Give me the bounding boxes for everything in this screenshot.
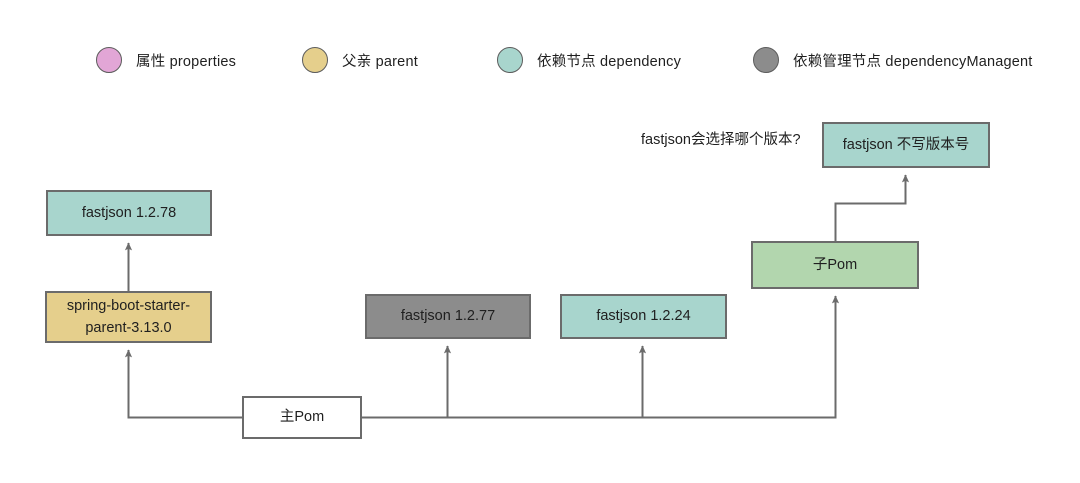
node-fastjson-1-2-24-label: fastjson 1.2.24 [596,305,690,327]
node-main-pom-label: 主Pom [280,406,324,428]
circle-icon [302,47,328,73]
legend-item-label: 父亲 parent [342,53,418,70]
legend-item-label: 依赖节点 dependency [537,53,682,70]
node-parent-label: spring-boot-starter-parent-3.13.0 [67,295,190,340]
edge-main-pom-to-parent [124,349,242,419]
node-parent-line: spring-boot-starter- [66,297,191,314]
node-fastjson-1-2-24-line: fastjson 1.2.24 [596,308,691,325]
node-parent-line: parent-3.13.0 [85,320,172,336]
legend-item-label: 属性 properties [136,53,237,70]
node-fastjson-no-version-label: fastjson 不写版本号 [843,134,970,156]
node-fastjson-1-2-78-line: fastjson 1.2.78 [81,204,177,221]
circle-icon [96,47,122,73]
edge-main-pom-to-fastjson-1-2-77 [362,345,452,419]
node-fastjson-no-version-line: fastjson 不写版本号 [842,136,970,153]
edge-main-pom-to-fastjson-1-2-24 [447,345,647,419]
node-fastjson-1-2-77-line: fastjson 1.2.77 [400,308,496,325]
node-child-pom-line: 子Pom [812,256,858,273]
node-fastjson-1-2-78-label: fastjson 1.2.78 [82,202,176,224]
node-main-pom-line: 主Pom [279,409,325,426]
node-main-pom[interactable]: 主Pom [242,396,362,439]
circle-icon [497,47,523,73]
edge-child-pom-to-fastjson-no-version [834,174,910,241]
node-child-pom[interactable]: 子Pom [751,241,919,289]
circle-icon [753,47,779,73]
node-fastjson-no-version[interactable]: fastjson 不写版本号 [822,122,990,168]
legend-item: 属性 properties [96,47,236,73]
legend-item-label: 依赖管理节点 dependencyManagent [793,53,1033,70]
legend-item: 依赖管理节点 dependencyManagent [753,47,1033,73]
node-child-pom-label: 子Pom [813,254,857,276]
legend-item: 父亲 parent [302,47,418,73]
node-fastjson-1-2-77-label: fastjson 1.2.77 [401,305,495,327]
node-fastjson-1-2-77[interactable]: fastjson 1.2.77 [365,294,531,339]
legend-item: 依赖节点 dependency [497,47,681,73]
node-parent[interactable]: spring-boot-starter-parent-3.13.0 [45,291,212,343]
question-label: fastjson会选择哪个版本? [641,132,801,148]
node-fastjson-1-2-78[interactable]: fastjson 1.2.78 [46,190,212,236]
node-fastjson-1-2-24[interactable]: fastjson 1.2.24 [560,294,727,339]
